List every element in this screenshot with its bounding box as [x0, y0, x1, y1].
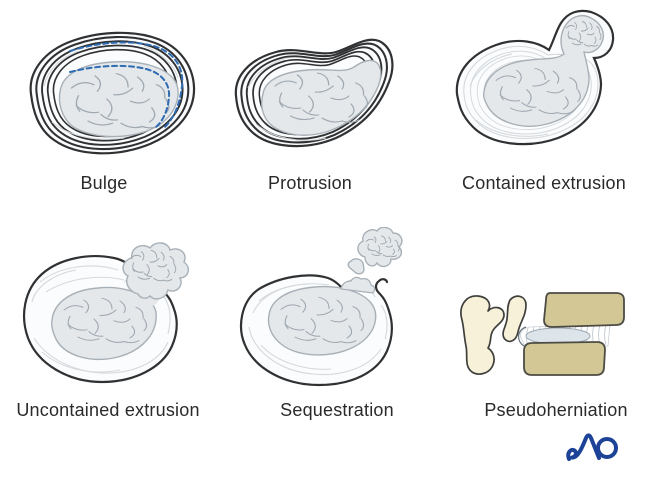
- label-bulge: Bulge: [80, 173, 128, 193]
- protrusion-illustration: [234, 38, 394, 148]
- annulus-ring: [463, 45, 599, 139]
- ao-logo: [566, 433, 618, 461]
- label-uncontained-extrusion: Uncontained extrusion: [16, 400, 200, 420]
- lower-vertebra: [523, 341, 606, 376]
- annulus-rings: [240, 42, 388, 144]
- label-contained-extrusion: Contained extrusion: [462, 173, 626, 193]
- sequestered-fragment: [357, 227, 403, 268]
- annulus-rings: [35, 36, 190, 151]
- label-protrusion: Protrusion: [267, 173, 353, 193]
- uncontained-extrusion-illustration: [22, 242, 190, 384]
- annulus-rings: [469, 50, 592, 137]
- small-fragment: [347, 258, 365, 275]
- ao-logo-text: AO: [0, 0, 1, 1]
- ao-logo-a: [566, 433, 601, 461]
- ao-logo-o: [596, 437, 618, 459]
- nucleus: [58, 60, 179, 138]
- annulus-outline: [239, 274, 393, 387]
- disc-bulge-outline: [518, 326, 527, 347]
- bulge-illustration: [29, 31, 196, 155]
- contained-extrusion-illustration: [455, 9, 615, 146]
- label-sequestration: Sequestration: [280, 400, 394, 420]
- upper-vertebra: [543, 292, 625, 328]
- bulge-dashed-line: [69, 41, 184, 128]
- nucleus-at-mouth: [340, 276, 376, 294]
- posterior-elements: [460, 295, 505, 375]
- nucleus: [267, 285, 377, 356]
- pseudoherniation-illustration: [460, 292, 625, 376]
- extruded-nucleus: [122, 242, 190, 300]
- articular-process: [502, 295, 527, 343]
- sequestration-illustration: [239, 227, 403, 387]
- label-pseudoherniation: Pseudoherniation: [484, 400, 628, 420]
